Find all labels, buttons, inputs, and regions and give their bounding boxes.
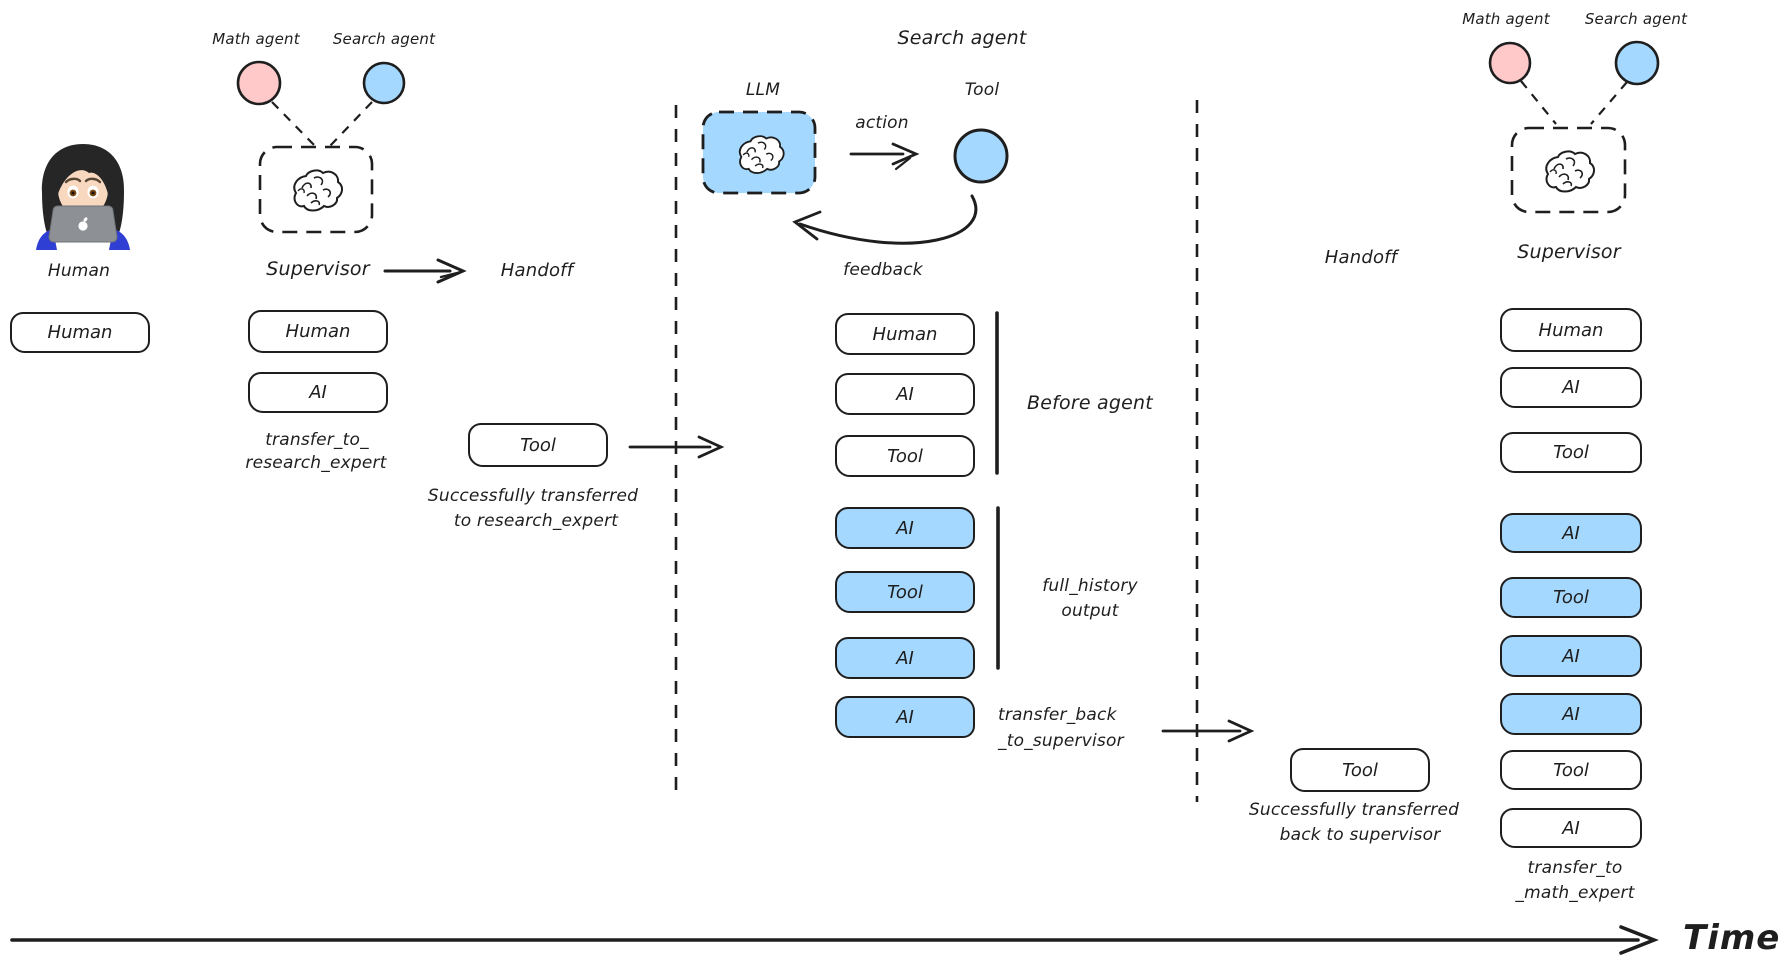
message-box: Tool (1500, 432, 1642, 473)
message-box: AI (835, 637, 975, 679)
time-axis-label: Time (1683, 918, 1781, 958)
connector-search-to-supervisor (329, 101, 373, 147)
llm-label: LLM (745, 80, 781, 100)
message-box: Human (248, 310, 388, 353)
supervisor-dashed-box-right (1510, 126, 1627, 214)
search-agent-node-right (1614, 40, 1660, 86)
full-history-label-line1: full_history (1042, 576, 1138, 596)
supervisor-dashed-box (258, 145, 374, 234)
transfer-back-note-line1: transfer_back (998, 705, 1117, 725)
message-box: AI (1500, 513, 1642, 553)
before-agent-label: Before agent (1027, 392, 1153, 414)
message-box: Tool (1500, 750, 1642, 790)
message-box: AI (1500, 367, 1642, 408)
message-box: AI (1500, 808, 1642, 848)
message-box: AI (248, 372, 388, 413)
action-label: action (855, 113, 909, 133)
message-box: Tool (835, 571, 975, 613)
math-agent-node-right (1488, 41, 1532, 85)
message-box: AI (835, 373, 975, 415)
human-caption: Human (47, 261, 111, 281)
handoff-label-right: Handoff (1324, 247, 1398, 268)
transfer-back-arrow (1161, 719, 1255, 743)
tool-node (953, 128, 1009, 184)
handoff-label: Handoff (500, 260, 574, 281)
success-note-right-line2: back to supervisor (1279, 825, 1441, 845)
message-box: AI (1500, 693, 1642, 735)
transfer-to-note-line2: research_expert (245, 453, 387, 473)
transfer-back-note-line2: _to_supervisor (998, 731, 1124, 751)
search-agent-label-right: Search agent (1584, 10, 1688, 28)
action-arrow (849, 142, 920, 171)
full-history-label-line2: output (1061, 601, 1119, 621)
woman-technologist-emoji (36, 144, 130, 250)
success-note-line2: to research_expert (453, 511, 619, 531)
math-agent-label: Math agent (212, 30, 300, 48)
transfer-to-note-line1: transfer_to_ (265, 430, 369, 450)
message-box-tool-handoff: Tool (468, 423, 608, 467)
message-box: Tool (1500, 577, 1642, 618)
transfer-to-math-note-line2: _math_expert (1515, 883, 1635, 903)
feedback-label: feedback (843, 260, 923, 280)
message-box: AI (835, 696, 975, 738)
time-axis-arrow (10, 925, 1659, 955)
search-agent-node (362, 61, 406, 105)
math-agent-label-right: Math agent (1462, 10, 1550, 28)
message-box-human-left: Human (10, 312, 150, 353)
transfer-to-math-note-line1: transfer_to (1527, 858, 1623, 878)
success-note-line1: Successfully transferred (427, 486, 639, 506)
tool-to-panel-arrow (628, 435, 725, 459)
message-box: Human (835, 313, 975, 355)
supervisor-label: Supervisor (266, 258, 370, 280)
connector-search-to-supervisor-right (1590, 81, 1628, 125)
math-agent-node (236, 60, 282, 106)
connector-math-to-supervisor-right (1520, 80, 1557, 125)
connector-math-to-supervisor (271, 101, 316, 147)
search-agent-label: Search agent (332, 30, 436, 48)
message-box: Human (1500, 308, 1642, 352)
feedback-arrow (792, 194, 978, 245)
message-box: AI (835, 507, 975, 549)
search-agent-panel-title: Search agent (897, 27, 1027, 49)
message-box: Tool (835, 435, 975, 477)
message-box: AI (1500, 635, 1642, 677)
tool-label: Tool (964, 80, 1000, 100)
supervisor-label-right: Supervisor (1517, 241, 1621, 263)
success-note-right-line1: Successfully transferred (1248, 800, 1460, 820)
message-box-tool-handoff-right: Tool (1290, 748, 1430, 792)
supervisor-to-handoff-arrow (383, 258, 467, 284)
